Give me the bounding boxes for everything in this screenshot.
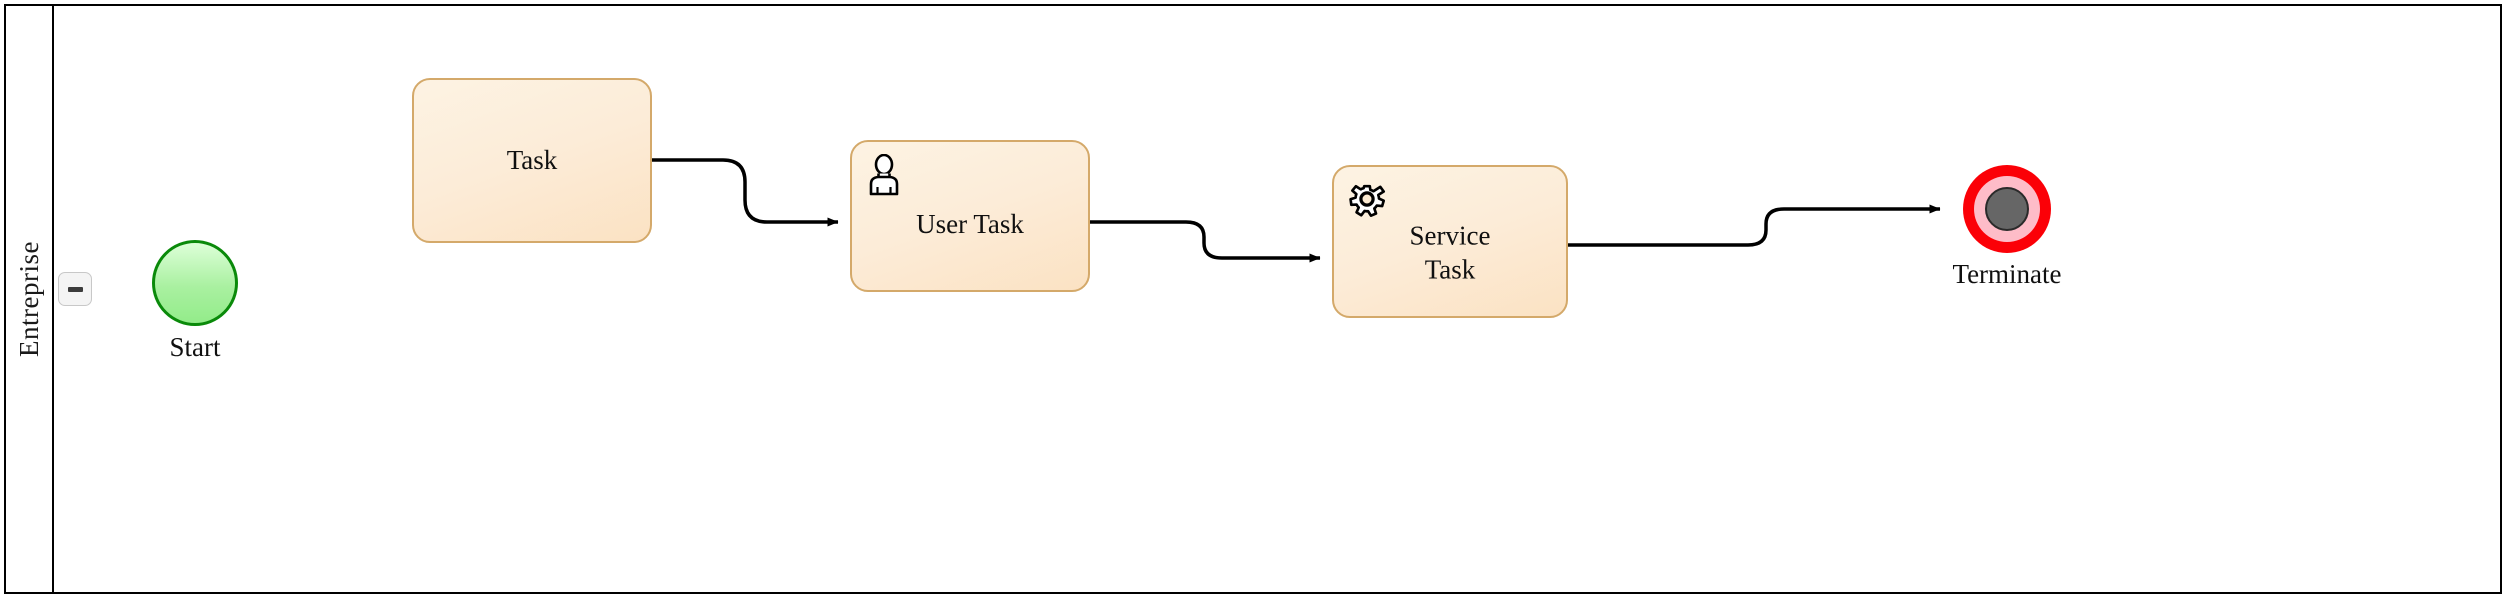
- terminate-end-event[interactable]: Terminate: [1952, 165, 2062, 289]
- minus-icon: [67, 286, 83, 292]
- user-icon: [869, 154, 899, 196]
- pool-entreprise[interactable]: Entreprise: [4, 4, 2502, 594]
- activity-task-label: Task: [506, 144, 558, 175]
- activity-user-task-label: User Task: [916, 209, 1024, 239]
- pool-collapse-button[interactable]: [58, 272, 92, 306]
- terminate-core-circle: [1985, 187, 2029, 231]
- terminate-inner-ring: [1974, 176, 2040, 242]
- activity-task[interactable]: Task: [412, 78, 652, 243]
- activity-service-task-label-line2: Task: [1424, 254, 1476, 285]
- activity-user-task[interactable]: User Task: [850, 140, 1090, 292]
- pool-header[interactable]: Entreprise: [6, 6, 54, 592]
- activity-service-task[interactable]: Service Task: [1332, 165, 1568, 318]
- activity-service-task-label-line1: Service: [1409, 220, 1491, 251]
- activity-service-task-label: Service Task: [1334, 220, 1566, 288]
- gear-icon: [1349, 184, 1386, 218]
- start-event-circle: [152, 240, 238, 326]
- pool-title: Entreprise: [13, 241, 44, 357]
- terminate-end-event-label: Terminate: [1952, 259, 2062, 289]
- start-event-label: Start: [169, 332, 221, 362]
- start-event[interactable]: Start: [152, 240, 238, 362]
- terminate-outer-ring: [1963, 165, 2051, 253]
